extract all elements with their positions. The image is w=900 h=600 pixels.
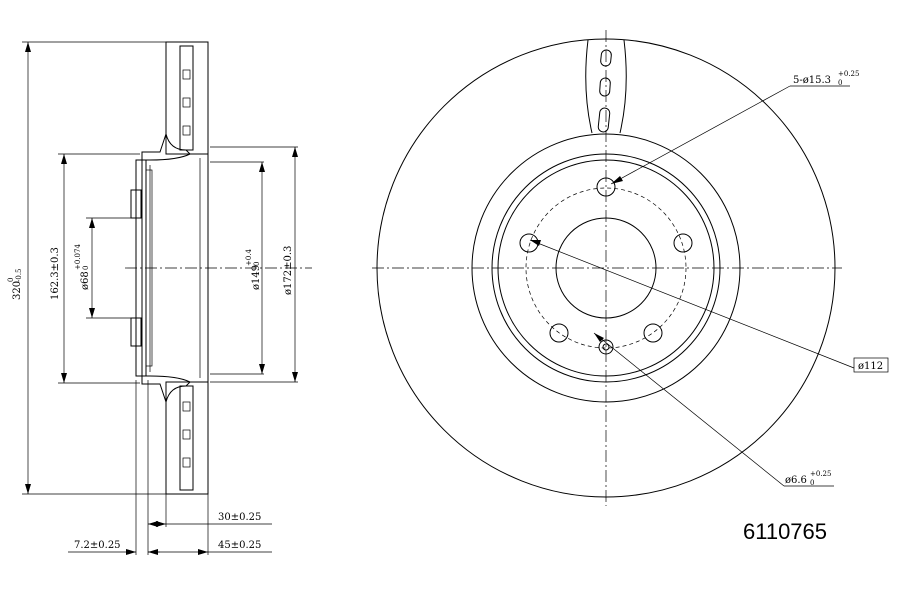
- front-view: 5-ø15.3 +0.25 0 ø112 ø6.6 +0.25 0: [372, 30, 889, 506]
- cooling-slots: [585, 39, 627, 134]
- bolt-hole: [549, 323, 569, 343]
- dim-68-tol-upper: +0.074: [74, 244, 82, 270]
- dim-172-label: ø172±0.3: [283, 246, 294, 295]
- dim-68-tol-lower: 0: [82, 266, 90, 270]
- dim-320-label: 320: [12, 281, 23, 300]
- leader-bolt-holes: [610, 85, 850, 185]
- pin-hole: [598, 339, 614, 355]
- dim-149-tol-lower: 0: [253, 262, 261, 266]
- friction-ring-inner-edge: [471, 133, 741, 403]
- pin-hole-label: ø6.6: [785, 475, 807, 486]
- dim-149-tol-upper: +0.4: [245, 248, 253, 266]
- pcd-label: ø112: [858, 361, 883, 372]
- dim-320-tol-upper: 0: [7, 278, 15, 282]
- bolt-holes-tol-lower: 0: [838, 79, 842, 87]
- dim-line-320: [25, 42, 31, 494]
- dim-149-label: ø149: [251, 265, 262, 290]
- bolt-hole: [596, 177, 616, 197]
- dim-7-2-label: 7.2±0.25: [74, 540, 121, 551]
- section-view: 320 0 -0.5 162.3±0.3 ø68 +0.074 0 ø149 +…: [7, 41, 312, 555]
- dim-line-30: [148, 521, 272, 527]
- hat-section: [130, 132, 191, 404]
- dim-30-label: 30±0.25: [218, 512, 261, 523]
- leader-pcd: [529, 239, 855, 369]
- dim-line-68: [89, 218, 95, 318]
- dim-68-label: ø68: [80, 271, 91, 290]
- pitch-circle: [525, 187, 687, 349]
- bolt-holes-tol-upper: +0.25: [838, 70, 859, 78]
- hat-step: [497, 159, 715, 377]
- dim-line-149: [259, 162, 265, 374]
- dim-45-label: 45±0.25: [218, 540, 261, 551]
- hat-outer-edge: [491, 153, 721, 383]
- dim-line-45: [148, 549, 272, 555]
- dim-line-162: [61, 154, 67, 383]
- bolt-hole: [643, 323, 663, 343]
- bolt-hole: [673, 233, 693, 253]
- rotor-outer-edge: [376, 38, 836, 498]
- bolt-holes-label: 5-ø15.3: [793, 75, 831, 86]
- dim-line-172: [292, 147, 298, 382]
- dim-320-tol-lower: -0.5: [15, 269, 23, 283]
- rotor-ring-upper: [165, 41, 209, 155]
- pin-hole-tol-lower: 0: [810, 479, 814, 487]
- pin-hole-tol-upper: +0.25: [810, 470, 831, 478]
- part-number: 6110765: [743, 519, 827, 544]
- center-bore: [555, 217, 657, 319]
- leader-pin-hole: [593, 332, 834, 487]
- pcd-label-box: ø112: [853, 357, 889, 373]
- rotor-ring-lower: [165, 381, 209, 495]
- dim-162-label: 162.3±0.3: [50, 247, 61, 300]
